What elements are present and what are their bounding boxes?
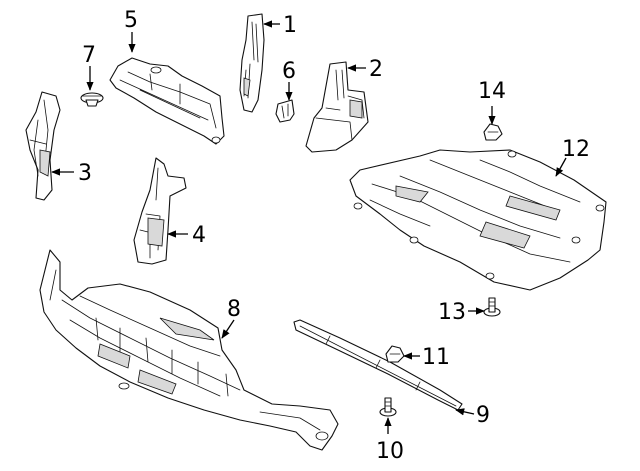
callout-7: 7 <box>82 43 96 68</box>
callout-8: 8 <box>227 297 241 322</box>
callout-13: 13 <box>438 300 466 325</box>
part-3-deflector <box>25 91 61 201</box>
callout-2: 2 <box>369 57 383 82</box>
part-6-clip <box>275 99 295 123</box>
callout-6: 6 <box>282 59 296 84</box>
callout-1: 1 <box>283 13 297 38</box>
part-4-bracket <box>133 157 187 265</box>
callout-5: 5 <box>124 8 138 33</box>
part-9-strip <box>293 319 463 411</box>
callout-10: 10 <box>376 439 404 464</box>
part-8-lower-cover <box>39 249 339 451</box>
callout-11: 11 <box>422 345 450 370</box>
part-5-tray <box>109 57 225 145</box>
callout-9: 9 <box>476 403 490 428</box>
leader-lines <box>51 20 567 434</box>
part-14-clip <box>483 123 503 141</box>
callouts: 1 2 3 4 5 6 7 8 9 10 11 12 13 14 <box>78 8 590 464</box>
callout-4: 4 <box>192 223 206 248</box>
part-10-screw <box>379 397 397 417</box>
part-2-bracket <box>305 61 369 153</box>
part-12-shield <box>349 149 607 291</box>
callout-12: 12 <box>562 137 590 162</box>
part-11-nut <box>385 345 405 363</box>
part-7-rivet <box>80 92 104 107</box>
callout-3: 3 <box>78 161 92 186</box>
callout-14: 14 <box>478 79 506 104</box>
part-1-bracket <box>239 13 265 113</box>
part-13-screw <box>483 297 501 317</box>
